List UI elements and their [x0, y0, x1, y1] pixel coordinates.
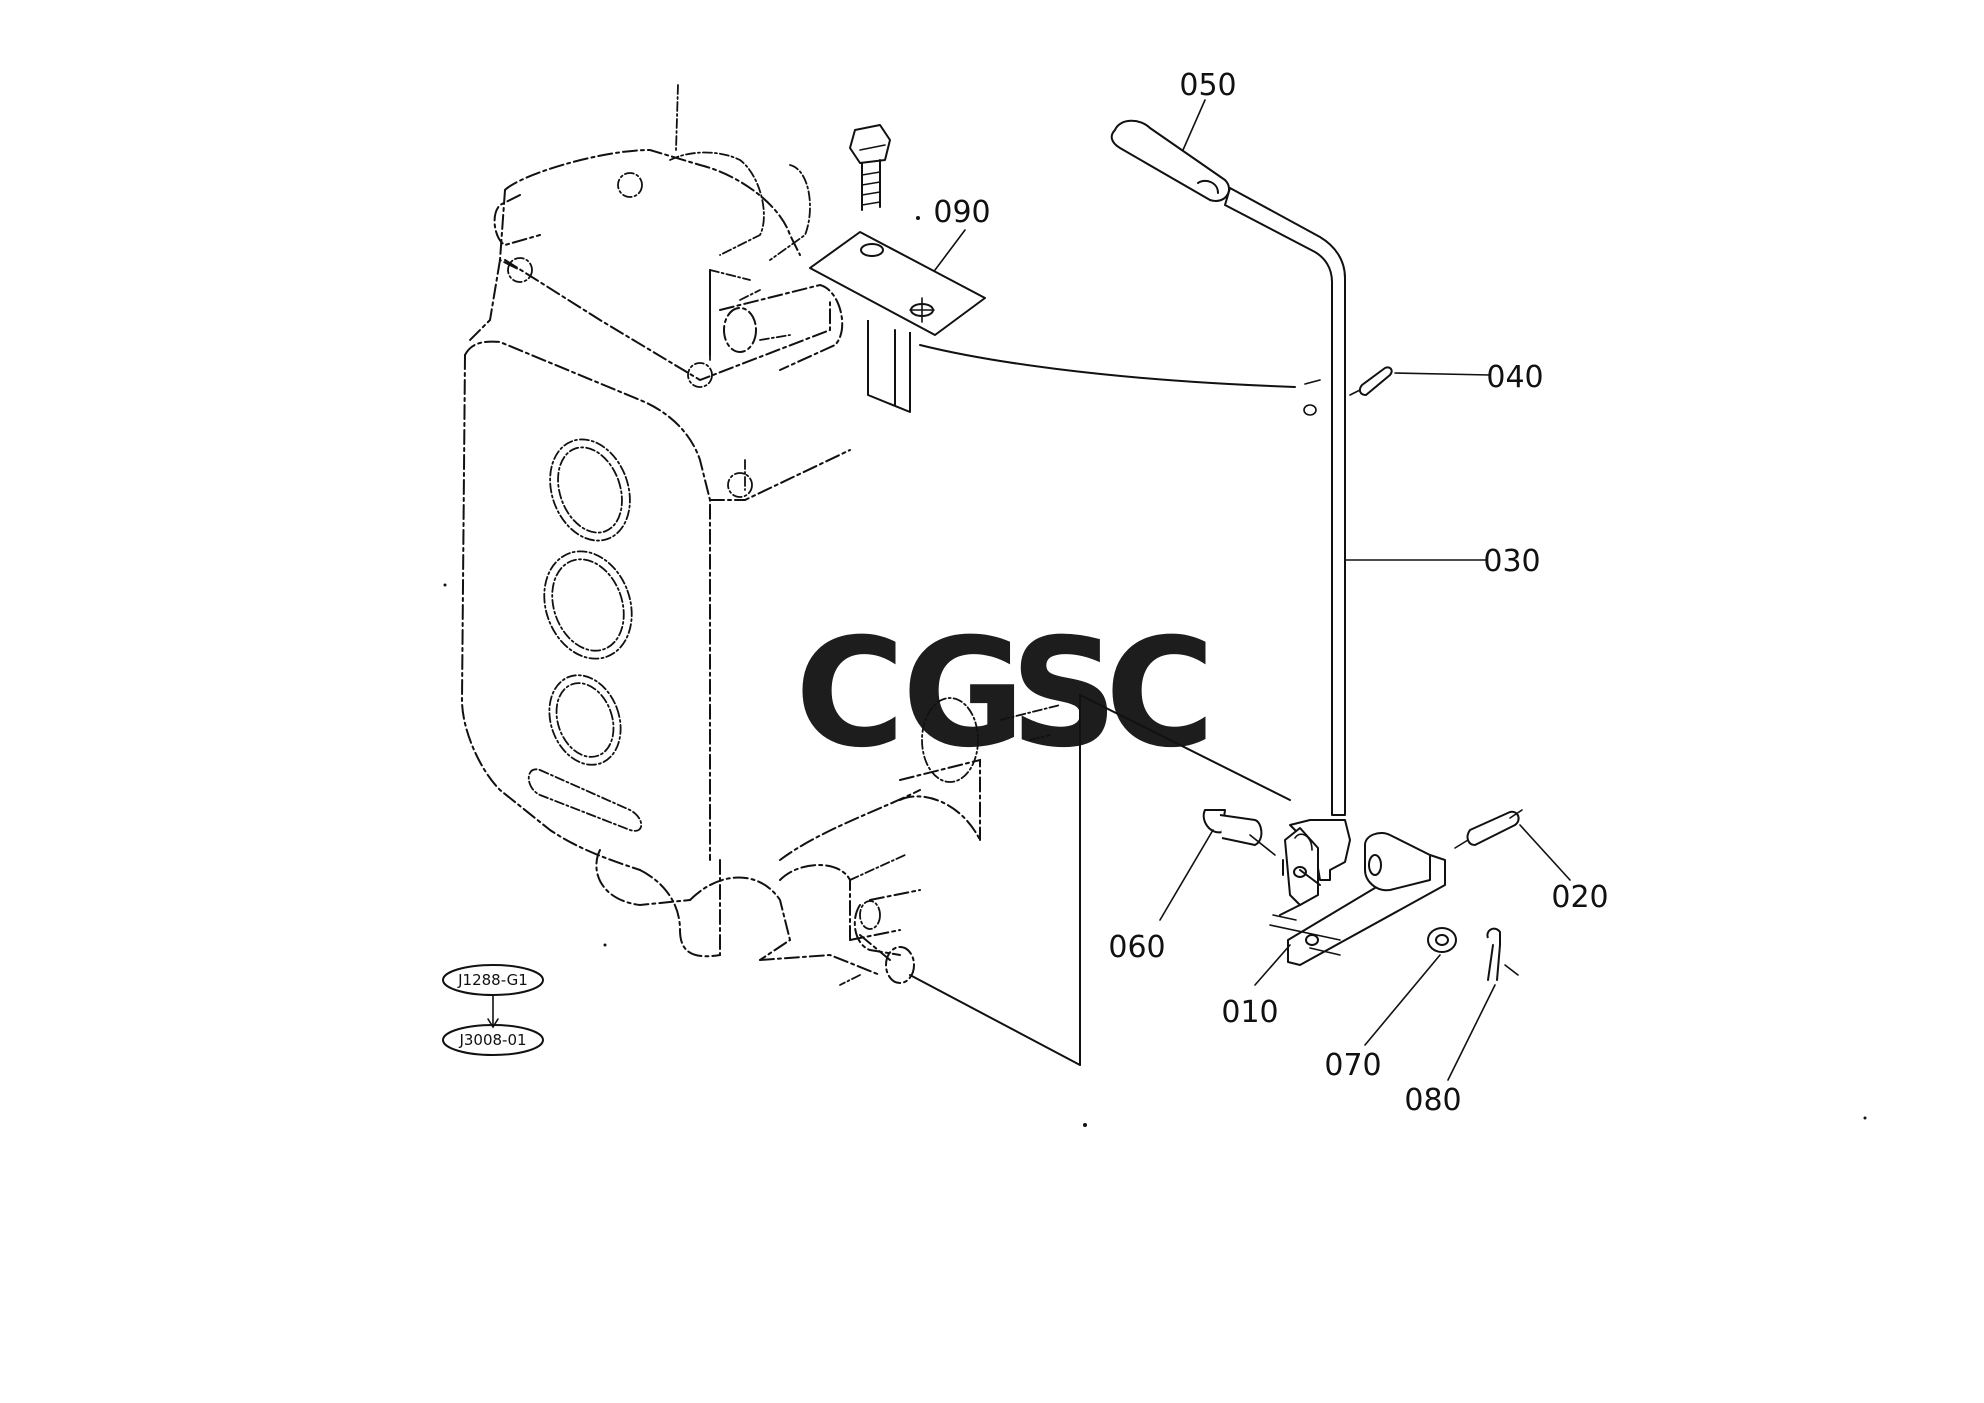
leader-lines	[934, 99, 1571, 1081]
clevis-pin-060	[1202, 809, 1276, 856]
watermark-letter-4: C	[1105, 607, 1215, 781]
callout-070: 070	[1324, 1048, 1381, 1083]
cotter-pin-080	[1486, 927, 1519, 981]
spring-pin-040	[1349, 366, 1393, 396]
roll-pin-020	[1454, 809, 1523, 849]
watermark-letter-1: C	[795, 607, 905, 781]
callout-030: 030	[1483, 544, 1540, 579]
washer-070	[1427, 927, 1457, 953]
shift-lever	[1110, 119, 1351, 906]
transmission-housing	[443, 84, 1867, 1127]
callout-050: 050	[1179, 68, 1236, 103]
callout-020: 020	[1551, 880, 1608, 915]
linkage-lines	[709, 269, 1296, 1066]
reference-tags: J1288-G1 J3008-01	[442, 964, 544, 1056]
callout-080: 080	[1404, 1083, 1461, 1118]
watermark-logo: C G S C	[795, 607, 1215, 781]
callout-010: 010	[1221, 995, 1278, 1030]
callout-060: 060	[1108, 930, 1165, 965]
reference-upper: J1288-G1	[457, 971, 528, 989]
bolt-and-plate	[809, 124, 986, 413]
reference-lower: J3008-01	[458, 1031, 526, 1049]
bracket-010	[1269, 832, 1446, 966]
watermark-letter-2: G	[902, 607, 1025, 781]
callout-090: 090	[933, 195, 990, 230]
callout-labels: 050 090 040 030 020 060 010 070 080	[933, 68, 1608, 1118]
watermark-letter-3: S	[1010, 607, 1118, 781]
callout-040: 040	[1486, 360, 1543, 395]
